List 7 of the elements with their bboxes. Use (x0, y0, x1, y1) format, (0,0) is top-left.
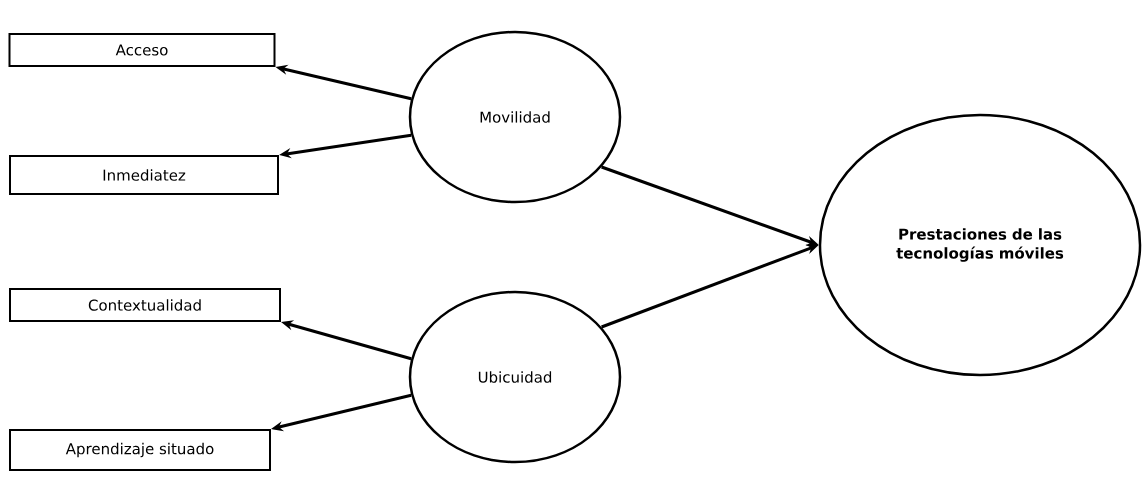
ellipse-node: Movilidad (408, 30, 622, 204)
ellipse-node: Prestaciones de las tecnologías móviles (818, 113, 1142, 377)
process-box: Inmediatez (9, 155, 279, 195)
process-box: Contextualidad (9, 288, 281, 322)
ellipse-node: Ubicuidad (408, 290, 622, 464)
process-box: Aprendizaje situado (9, 429, 271, 471)
process-box: Acceso (8, 33, 276, 67)
